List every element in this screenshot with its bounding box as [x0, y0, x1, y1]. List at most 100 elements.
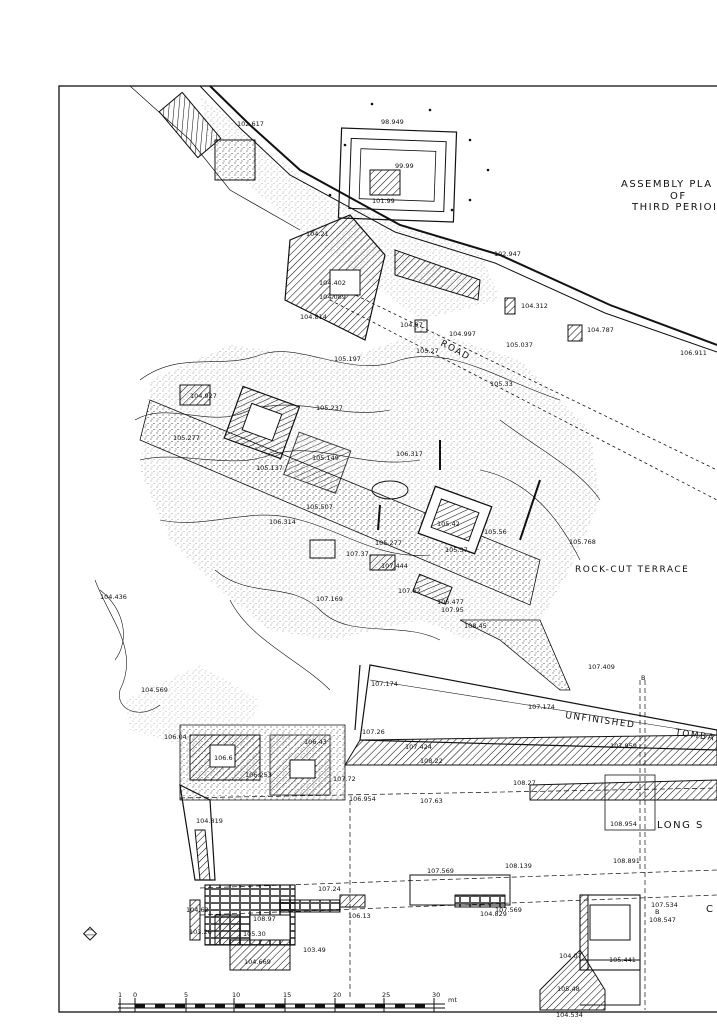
elevation-label: 106.954: [349, 795, 376, 803]
survey-points: [328, 102, 490, 212]
scale-cell: [315, 1004, 325, 1008]
elevation-label: 104.402: [319, 279, 346, 287]
elevation-label: 107.63: [420, 797, 443, 805]
elevation-label: 104.312: [521, 302, 548, 310]
elevation-label: 107.72: [333, 775, 356, 783]
elevation-label: 104.829: [480, 910, 507, 918]
elevation-label: 105.441: [609, 956, 636, 964]
elevation-label: 108.891: [613, 857, 640, 865]
elevation-label: 104.787: [587, 326, 614, 334]
elevation-label: 107.959: [610, 742, 637, 750]
sheet-frame: [58, 85, 717, 1013]
elevation-label: 106.6: [214, 754, 233, 762]
elevation-label: 105.48: [557, 985, 580, 993]
elevation-label: 105.237: [316, 404, 343, 412]
elevation-label: 108.22: [420, 757, 443, 765]
elevation-label: 104.997: [449, 330, 476, 338]
elevation-label: 104.62: [186, 906, 209, 914]
elevation-label: 108.45: [464, 622, 487, 630]
lower-right-structures: [409, 774, 656, 1011]
elevation-labels: 98.94999.99101.99102.617104.21102.947104…: [100, 118, 707, 1019]
elevation-label: 104.089: [319, 293, 346, 301]
elevation-label: 108.27: [513, 779, 536, 787]
elevation-label: 107.534: [651, 901, 678, 909]
title-line-1: ASSEMBLY PLA: [621, 179, 713, 190]
scale-cell: [255, 1004, 265, 1008]
elevation-label: 106.314: [269, 518, 296, 526]
elevation-label: 103.26: [189, 928, 212, 936]
scale-tick-label: 20: [333, 991, 341, 999]
elevation-label: 106.317: [396, 450, 423, 458]
title-block: ASSEMBLY PLA OF THIRD PERIOI: [621, 179, 717, 213]
elevation-label: 104.814: [300, 313, 327, 321]
scale-tick-label: 30: [432, 991, 440, 999]
elevation-label: 104.819: [196, 817, 223, 825]
scale-cell: [395, 1004, 405, 1008]
label-b-lower: B: [655, 908, 659, 916]
scale-tick-label: 1: [118, 991, 122, 999]
elevation-label: 106.253: [245, 771, 272, 779]
road: [329, 289, 717, 501]
scale-cell: [415, 1004, 425, 1008]
middle-building: [139, 384, 541, 606]
elevation-label: 105.768: [569, 538, 596, 546]
scale-cell: [135, 1004, 145, 1008]
elevation-label: 106.43: [304, 738, 327, 746]
scale-cell: [215, 1004, 225, 1008]
elevation-label: 104.927: [190, 392, 217, 400]
scale-cell: [375, 1004, 385, 1008]
elevation-label: 107.24: [318, 885, 341, 893]
elevation-label: 107.569: [495, 906, 522, 914]
hatched-room-upper: [284, 214, 583, 342]
elevation-label: 108.139: [505, 862, 532, 870]
scale-cell: [155, 1004, 165, 1008]
scale-tick-label: 0: [133, 991, 137, 999]
elevation-label: 107.37: [346, 550, 369, 558]
label-c: C: [706, 904, 714, 915]
elevation-label: 104.07: [559, 952, 582, 960]
elevation-label: 105.137: [256, 464, 283, 472]
elevation-label: 104.669: [244, 958, 271, 966]
elevation-label: 105.56: [484, 528, 507, 536]
elevation-label: 105.42: [437, 520, 460, 528]
scale-cell: [335, 1004, 345, 1008]
contour-lines: [94, 351, 601, 713]
elevation-label: 108.97: [253, 915, 276, 923]
elevation-label: 107.174: [528, 703, 555, 711]
title-line-3: THIRD PERIOI: [631, 202, 717, 213]
elevation-label: 107.62: [398, 587, 421, 595]
top-platform: [158, 91, 458, 223]
scale-cell: [295, 1004, 305, 1008]
elevation-label: 107.26: [362, 728, 385, 736]
elevation-label: 105.197: [334, 355, 361, 363]
elevation-label: 105.37: [445, 546, 468, 554]
elevation-label: 106.477: [437, 598, 464, 606]
elevation-label: 99.99: [395, 162, 414, 170]
grid-marker: [82, 926, 98, 941]
title-line-2: OF: [670, 191, 687, 202]
scale-cell: [235, 1004, 245, 1008]
elevation-label: 105.33: [490, 380, 513, 388]
elevation-label: 107.409: [588, 663, 615, 671]
elevation-label: 105.30: [243, 930, 266, 938]
elevation-label: 104.569: [141, 686, 168, 694]
elevation-label: 103.49: [303, 946, 326, 954]
elevation-label: 107.169: [316, 595, 343, 603]
elevation-label: 105.507: [306, 503, 333, 511]
elevation-label: 102.947: [494, 250, 521, 258]
scale-unit: mt: [448, 996, 457, 1004]
elevation-label: 105.149: [312, 454, 339, 462]
label-unfinished: UNFINISHED: [565, 711, 636, 731]
lower-left-complex: [179, 724, 366, 971]
elevation-label: 107.174: [371, 680, 398, 688]
elevation-label: 104.534: [556, 1011, 583, 1019]
elevation-label: 101.99: [372, 197, 395, 205]
elevation-label: 106.04: [164, 733, 187, 741]
elevation-label: 107.424: [405, 743, 432, 751]
elevation-label: 107.444: [381, 562, 408, 570]
scale-cell: [195, 1004, 205, 1008]
scale-tick-label: 15: [283, 991, 291, 999]
elevation-label: 105.277: [375, 539, 402, 547]
